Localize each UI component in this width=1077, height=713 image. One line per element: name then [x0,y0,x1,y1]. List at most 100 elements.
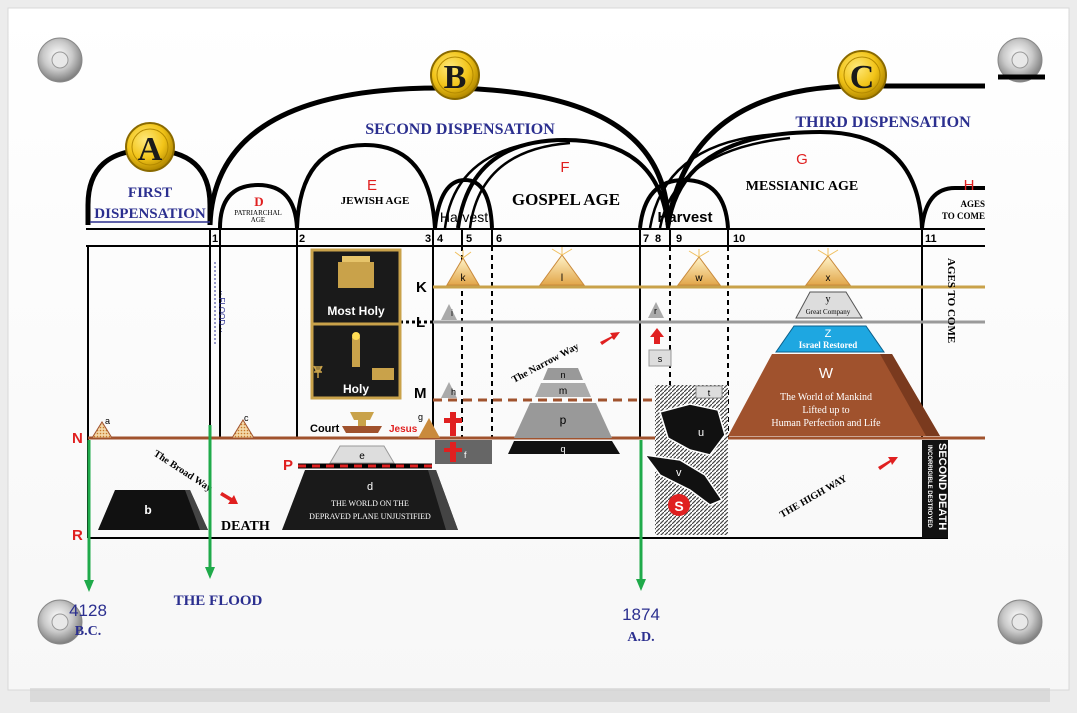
down-arrow-icon [636,579,646,591]
pyramid-g: g Jesus [389,412,440,438]
bolt-top-left [37,37,83,83]
ruler-number-7: 7 [643,233,649,245]
bc-label: B.C. [75,624,101,639]
svg-text:k: k [461,273,467,284]
acrylic-panel [7,7,1070,691]
age-g-letter: G [796,151,808,168]
brazen-altar-icon [342,426,382,433]
pyramid-u-label: u [698,427,704,439]
lampstand-icon [313,365,323,378]
pyramid-d-text-line1: THE WORLD ON THE [331,499,409,508]
plane-letter-m: M [414,385,427,402]
arch-patriarchal-age [218,182,299,229]
svg-text:e: e [359,451,365,462]
down-arrow-icon [84,580,94,592]
ruler-number-2: 2 [299,233,305,245]
up-arrow-icon [650,328,664,344]
ruler-number-3: 3 [425,233,431,245]
pyramid-l: l [539,247,585,286]
harvest-1-label: Harvest [440,209,488,225]
age-h-letter: H [964,177,975,194]
pyramid-x: x [804,248,852,286]
badge-a: A [125,122,175,172]
svg-text:x: x [826,273,831,284]
svg-text:s: s [658,354,663,364]
arch-harvest-1 [433,177,494,229]
age-f-name: GOSPEL AGE [512,190,620,209]
age-g-name: MESSIANIC AGE [746,179,858,194]
svg-text:l: l [561,273,563,284]
pyramid-n-label: n [560,370,565,380]
pyramid-r: r [648,302,664,318]
pyramid-z-sub: Israel Restored [799,340,858,350]
pyramid-w-text-line2: Lifted up to [802,405,849,416]
first-dispensation-line2: DISPENSATION [94,206,206,222]
cross-icons: f [435,412,492,464]
second-death-label: SECOND DEATH [936,443,948,530]
badge-b-letter: B [444,59,467,96]
arch-gospel-age [456,137,670,229]
age-h-name-line1: AGES [960,199,985,209]
age-e-letter: E [367,177,377,194]
holy-label: Holy [343,382,369,396]
pyramid-y-sub: Great Company [806,308,851,316]
age-f-letter: F [560,159,569,176]
incense-altar-icon [352,337,360,367]
arch-messianic-age [666,129,924,229]
ad-label: A.D. [627,630,654,645]
svg-text:h: h [451,387,456,397]
svg-text:a: a [105,416,110,426]
down-arrow-icon [205,567,215,579]
timeline-markers [84,425,646,592]
pyramid-w-text-line1: The World of Mankind [780,392,872,403]
bolt-bottom-right [997,599,1043,645]
pyramid-i: i [441,304,457,320]
narrow-way-arrow-icon [600,332,620,345]
svg-text:d: d [367,481,373,493]
pyramid-e: e [329,445,395,464]
pyramid-y-label: y [826,294,831,305]
ruler-number-10: 10 [733,233,745,245]
ruler-number-8: 8 [655,233,661,245]
laver-icon [350,412,374,420]
pyramid-messianic: y Great Company Z Israel Restored W The … [728,291,940,436]
plane-letter-r: R [72,527,83,544]
pyramid-z-label: Z [825,328,832,340]
table-of-showbread-icon [372,368,394,380]
pyramid-w-label: W [819,365,834,382]
incorrigible-label: INCORRIGIBLE DESTROYED [926,445,932,528]
death-label: DEATH [221,519,270,534]
ruler-number-9: 9 [676,233,682,245]
svg-text:r: r [654,306,657,316]
court-label: Court [310,423,340,435]
ad-year: 1874 [622,605,660,624]
pyramid-d: d THE WORLD ON THE DEPRAVED PLANE UNJUST… [282,470,458,530]
harvest-2-label: Harvest [657,209,712,226]
svg-text:b: b [144,503,151,517]
third-dispensation-title: THIRD DISPENSATION [795,114,971,131]
ruler-number-1: 1 [212,233,218,245]
cross-icon [444,412,462,436]
arch-jewish-age [295,142,437,229]
overlap-arches [443,132,791,229]
first-dispensation-line1: FIRST [128,185,172,201]
ruler-number-4: 4 [437,233,444,245]
pyramid-w-small: w [677,249,721,286]
pyramid-m-label: m [559,386,567,397]
badge-b: B [430,50,480,100]
tabernacle: Most Holy Holy Court [310,248,402,435]
pyramid-q-label: q [560,444,565,454]
pyramid-h: h [441,382,457,398]
plane-letters: K L M N P R [72,279,427,544]
bolt-bottom-left [37,599,83,645]
ruler-number-11: 11 [925,233,937,245]
ruler-ticks [209,229,923,246]
ruler-number-6: 6 [496,233,502,245]
bolt-top-right [997,37,1043,83]
second-dispensation-title: SECOND DISPENSATION [365,121,555,138]
age-d-name-line1: PATRIARCHAL [234,209,282,217]
svg-text:g: g [418,412,423,422]
age-d-name-line2: AGE [251,216,265,224]
pyramid-t-label: t [708,388,711,398]
